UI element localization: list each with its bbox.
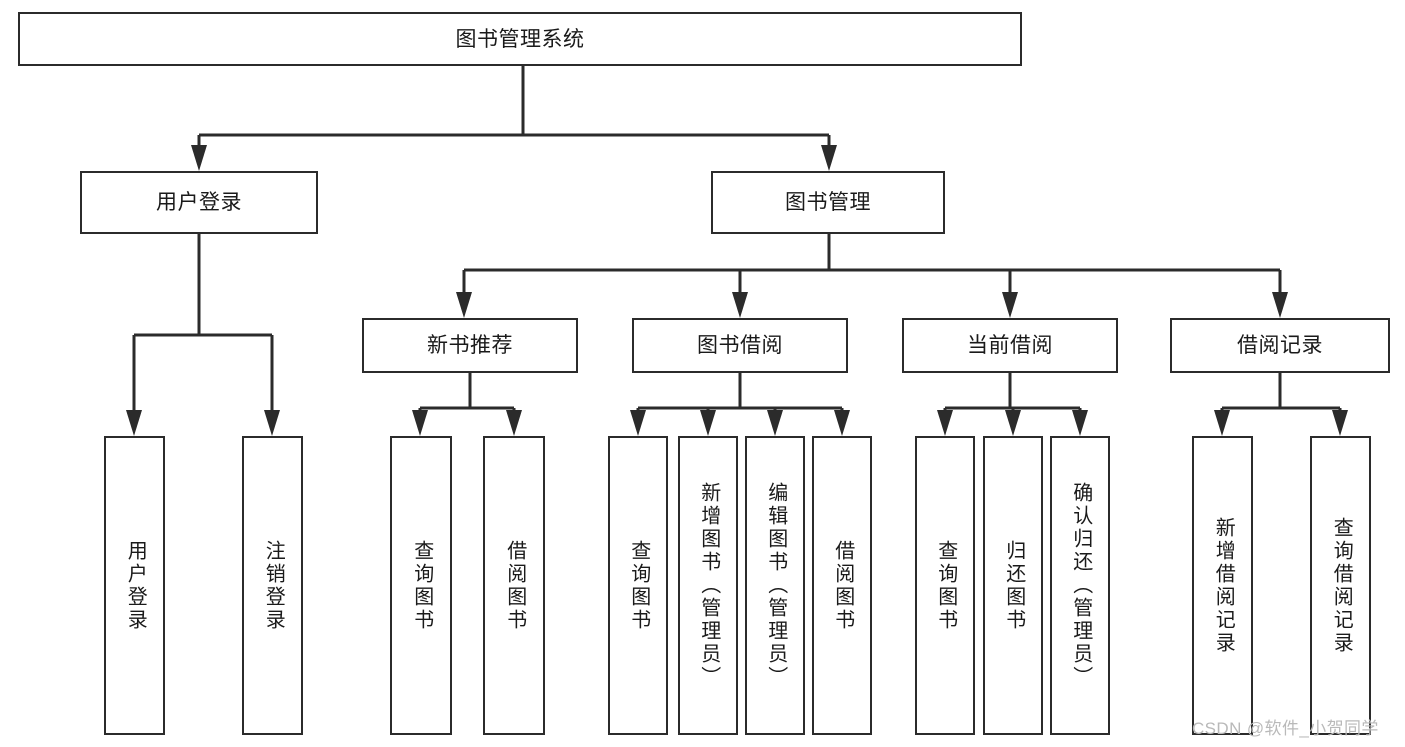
node-label: 查询图书 (410, 539, 433, 632)
node-l_r_query: 查询借阅记录 (1310, 436, 1371, 735)
arrowhead-15 (1005, 410, 1021, 436)
node-label: 图书管理系统 (455, 27, 585, 51)
node-label: 新书推荐 (427, 334, 513, 357)
node-label: 归还图书 (1002, 539, 1025, 632)
node-l_nb_query: 查询图书 (390, 436, 452, 735)
node-label: 查询图书 (627, 539, 650, 632)
node-l_b_borrow: 借阅图书 (812, 436, 872, 735)
node-l_nb_borrow: 借阅图书 (483, 436, 545, 735)
arrowhead-14 (937, 410, 953, 436)
node-root: 图书管理系统 (18, 12, 1022, 66)
node-label: 借阅记录 (1237, 334, 1323, 357)
node-label: 编辑图书（管理员） (764, 482, 787, 689)
arrowhead-3 (264, 410, 280, 436)
node-label: 用户登录 (156, 191, 242, 214)
node-l_userlogin: 用户登录 (104, 436, 165, 735)
arrowhead-0 (191, 145, 207, 171)
arrowhead-12 (767, 410, 783, 436)
node-l_logout: 注销登录 (242, 436, 303, 735)
arrowhead-18 (1332, 410, 1348, 436)
node-l_c_query: 查询图书 (915, 436, 975, 735)
node-borrow: 图书借阅 (632, 318, 848, 373)
node-l_b_add: 新增图书（管理员） (678, 436, 738, 735)
node-newbook: 新书推荐 (362, 318, 578, 373)
node-l_b_edit: 编辑图书（管理员） (745, 436, 805, 735)
node-l_c_confirm: 确认归还（管理员） (1050, 436, 1110, 735)
node-records: 借阅记录 (1170, 318, 1390, 373)
arrowhead-9 (506, 410, 522, 436)
node-label: 图书管理 (785, 191, 871, 214)
node-l_b_query: 查询图书 (608, 436, 668, 735)
node-label: 借阅图书 (503, 539, 526, 632)
node-label: 确认归还（管理员） (1069, 482, 1092, 689)
arrowhead-16 (1072, 410, 1088, 436)
connector-arrowheads (126, 145, 1348, 436)
arrowhead-17 (1214, 410, 1230, 436)
arrowhead-8 (412, 410, 428, 436)
arrowhead-13 (834, 410, 850, 436)
node-bookmgmt: 图书管理 (711, 171, 945, 234)
arrowhead-5 (732, 292, 748, 318)
node-current: 当前借阅 (902, 318, 1118, 373)
arrowhead-7 (1272, 292, 1288, 318)
node-label: 用户登录 (124, 539, 147, 632)
arrowhead-6 (1002, 292, 1018, 318)
node-label: 新增图书（管理员） (697, 482, 720, 689)
arrowhead-1 (821, 145, 837, 171)
node-label: 借阅图书 (831, 539, 854, 632)
node-l_r_add: 新增借阅记录 (1192, 436, 1253, 735)
node-l_c_return: 归还图书 (983, 436, 1043, 735)
node-label: 当前借阅 (967, 334, 1053, 357)
node-label: 查询借阅记录 (1330, 516, 1353, 655)
node-label: 注销登录 (262, 539, 285, 632)
arrowhead-11 (700, 410, 716, 436)
node-login: 用户登录 (80, 171, 318, 234)
node-label: 查询图书 (934, 539, 957, 632)
arrowhead-2 (126, 410, 142, 436)
node-label: 新增借阅记录 (1212, 516, 1235, 655)
arrowhead-4 (456, 292, 472, 318)
csdn-watermark: CSDN @软件_小贺同学 (1192, 719, 1379, 738)
node-label: 图书借阅 (697, 334, 783, 357)
arrowhead-10 (630, 410, 646, 436)
